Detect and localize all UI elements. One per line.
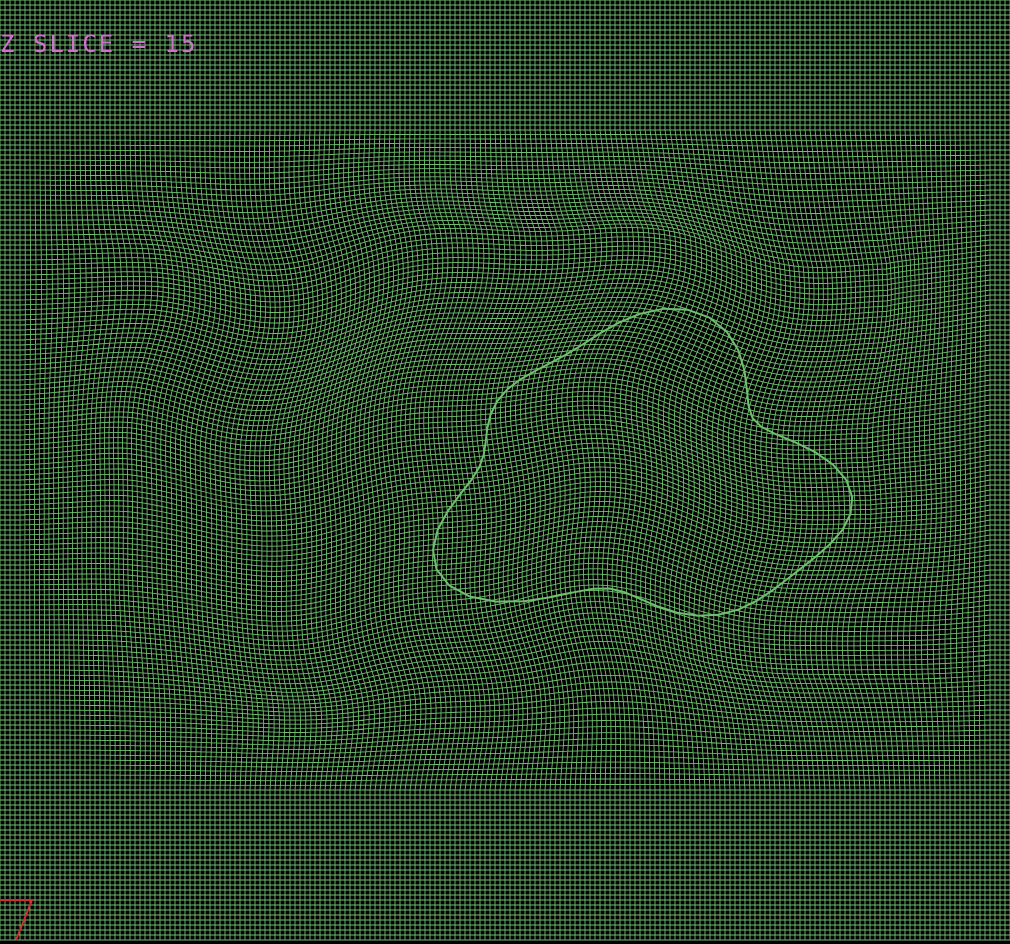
axis-triad-icon	[0, 899, 34, 941]
slice-label: Z SLICE = 15	[0, 30, 198, 58]
deformation-contour	[431, 307, 854, 617]
